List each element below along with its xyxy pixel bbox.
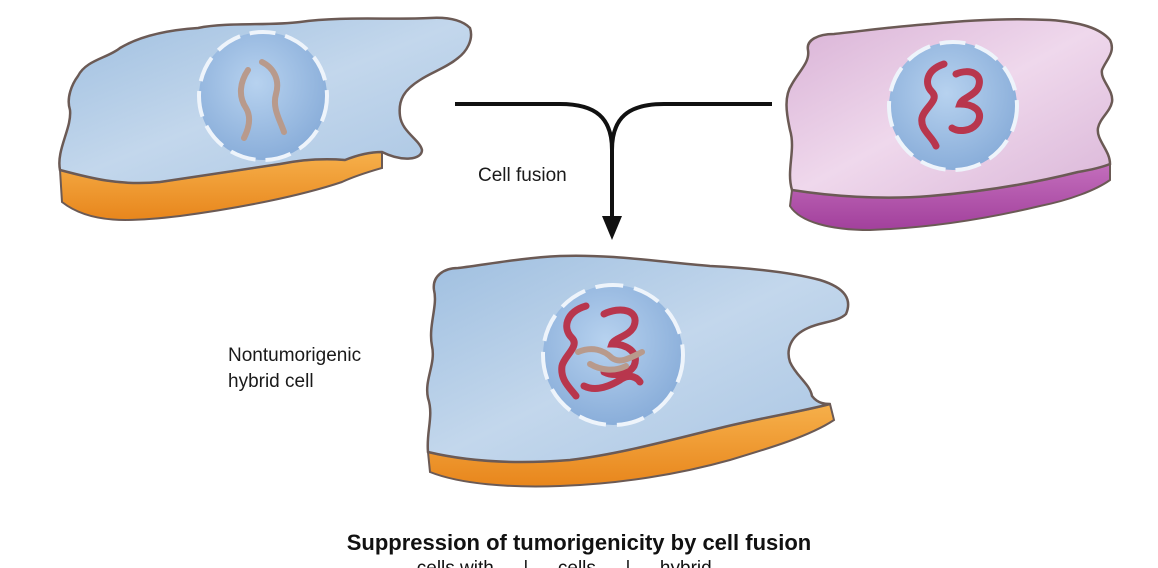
normal-chromosome <box>587 361 629 373</box>
figure-subtitle-clip: …cells with … | … cells … | … hybrid … … <box>0 558 1158 568</box>
tumor-chromosome <box>918 60 948 150</box>
hybrid-cell-label-line1: Nontumorigenic <box>228 345 362 366</box>
tumor-nuclear-envelope <box>887 40 1019 172</box>
tumor-chromosome <box>580 372 644 392</box>
tumor-cell <box>785 17 1114 232</box>
normal-chromosome <box>575 346 645 364</box>
normal-chromosome <box>238 67 253 141</box>
hybrid-nuclear-envelope <box>541 283 685 427</box>
hybrid-cell <box>425 254 850 488</box>
figure-title: Suppression of tumorigenicity by cell fu… <box>346 530 812 555</box>
normal-nucleus <box>199 32 327 160</box>
figure-subtitle: …cells with … | … cells … | … hybrid … … <box>0 558 1158 568</box>
tumor-chromosome <box>558 302 590 400</box>
tumor-nucleus <box>889 42 1017 170</box>
tumor-chromosome <box>600 306 639 378</box>
hybrid-cell-label-line2: hybrid cell <box>228 371 314 392</box>
tumor-chromosome <box>948 68 983 134</box>
normal-chromosome <box>259 59 287 135</box>
arrowhead-icon <box>602 216 622 240</box>
cell-fusion-arrow <box>455 102 772 240</box>
normal-cell <box>58 16 473 221</box>
cell-fusion-label: Cell fusion <box>478 165 567 186</box>
normal-nuclear-envelope <box>197 30 329 162</box>
